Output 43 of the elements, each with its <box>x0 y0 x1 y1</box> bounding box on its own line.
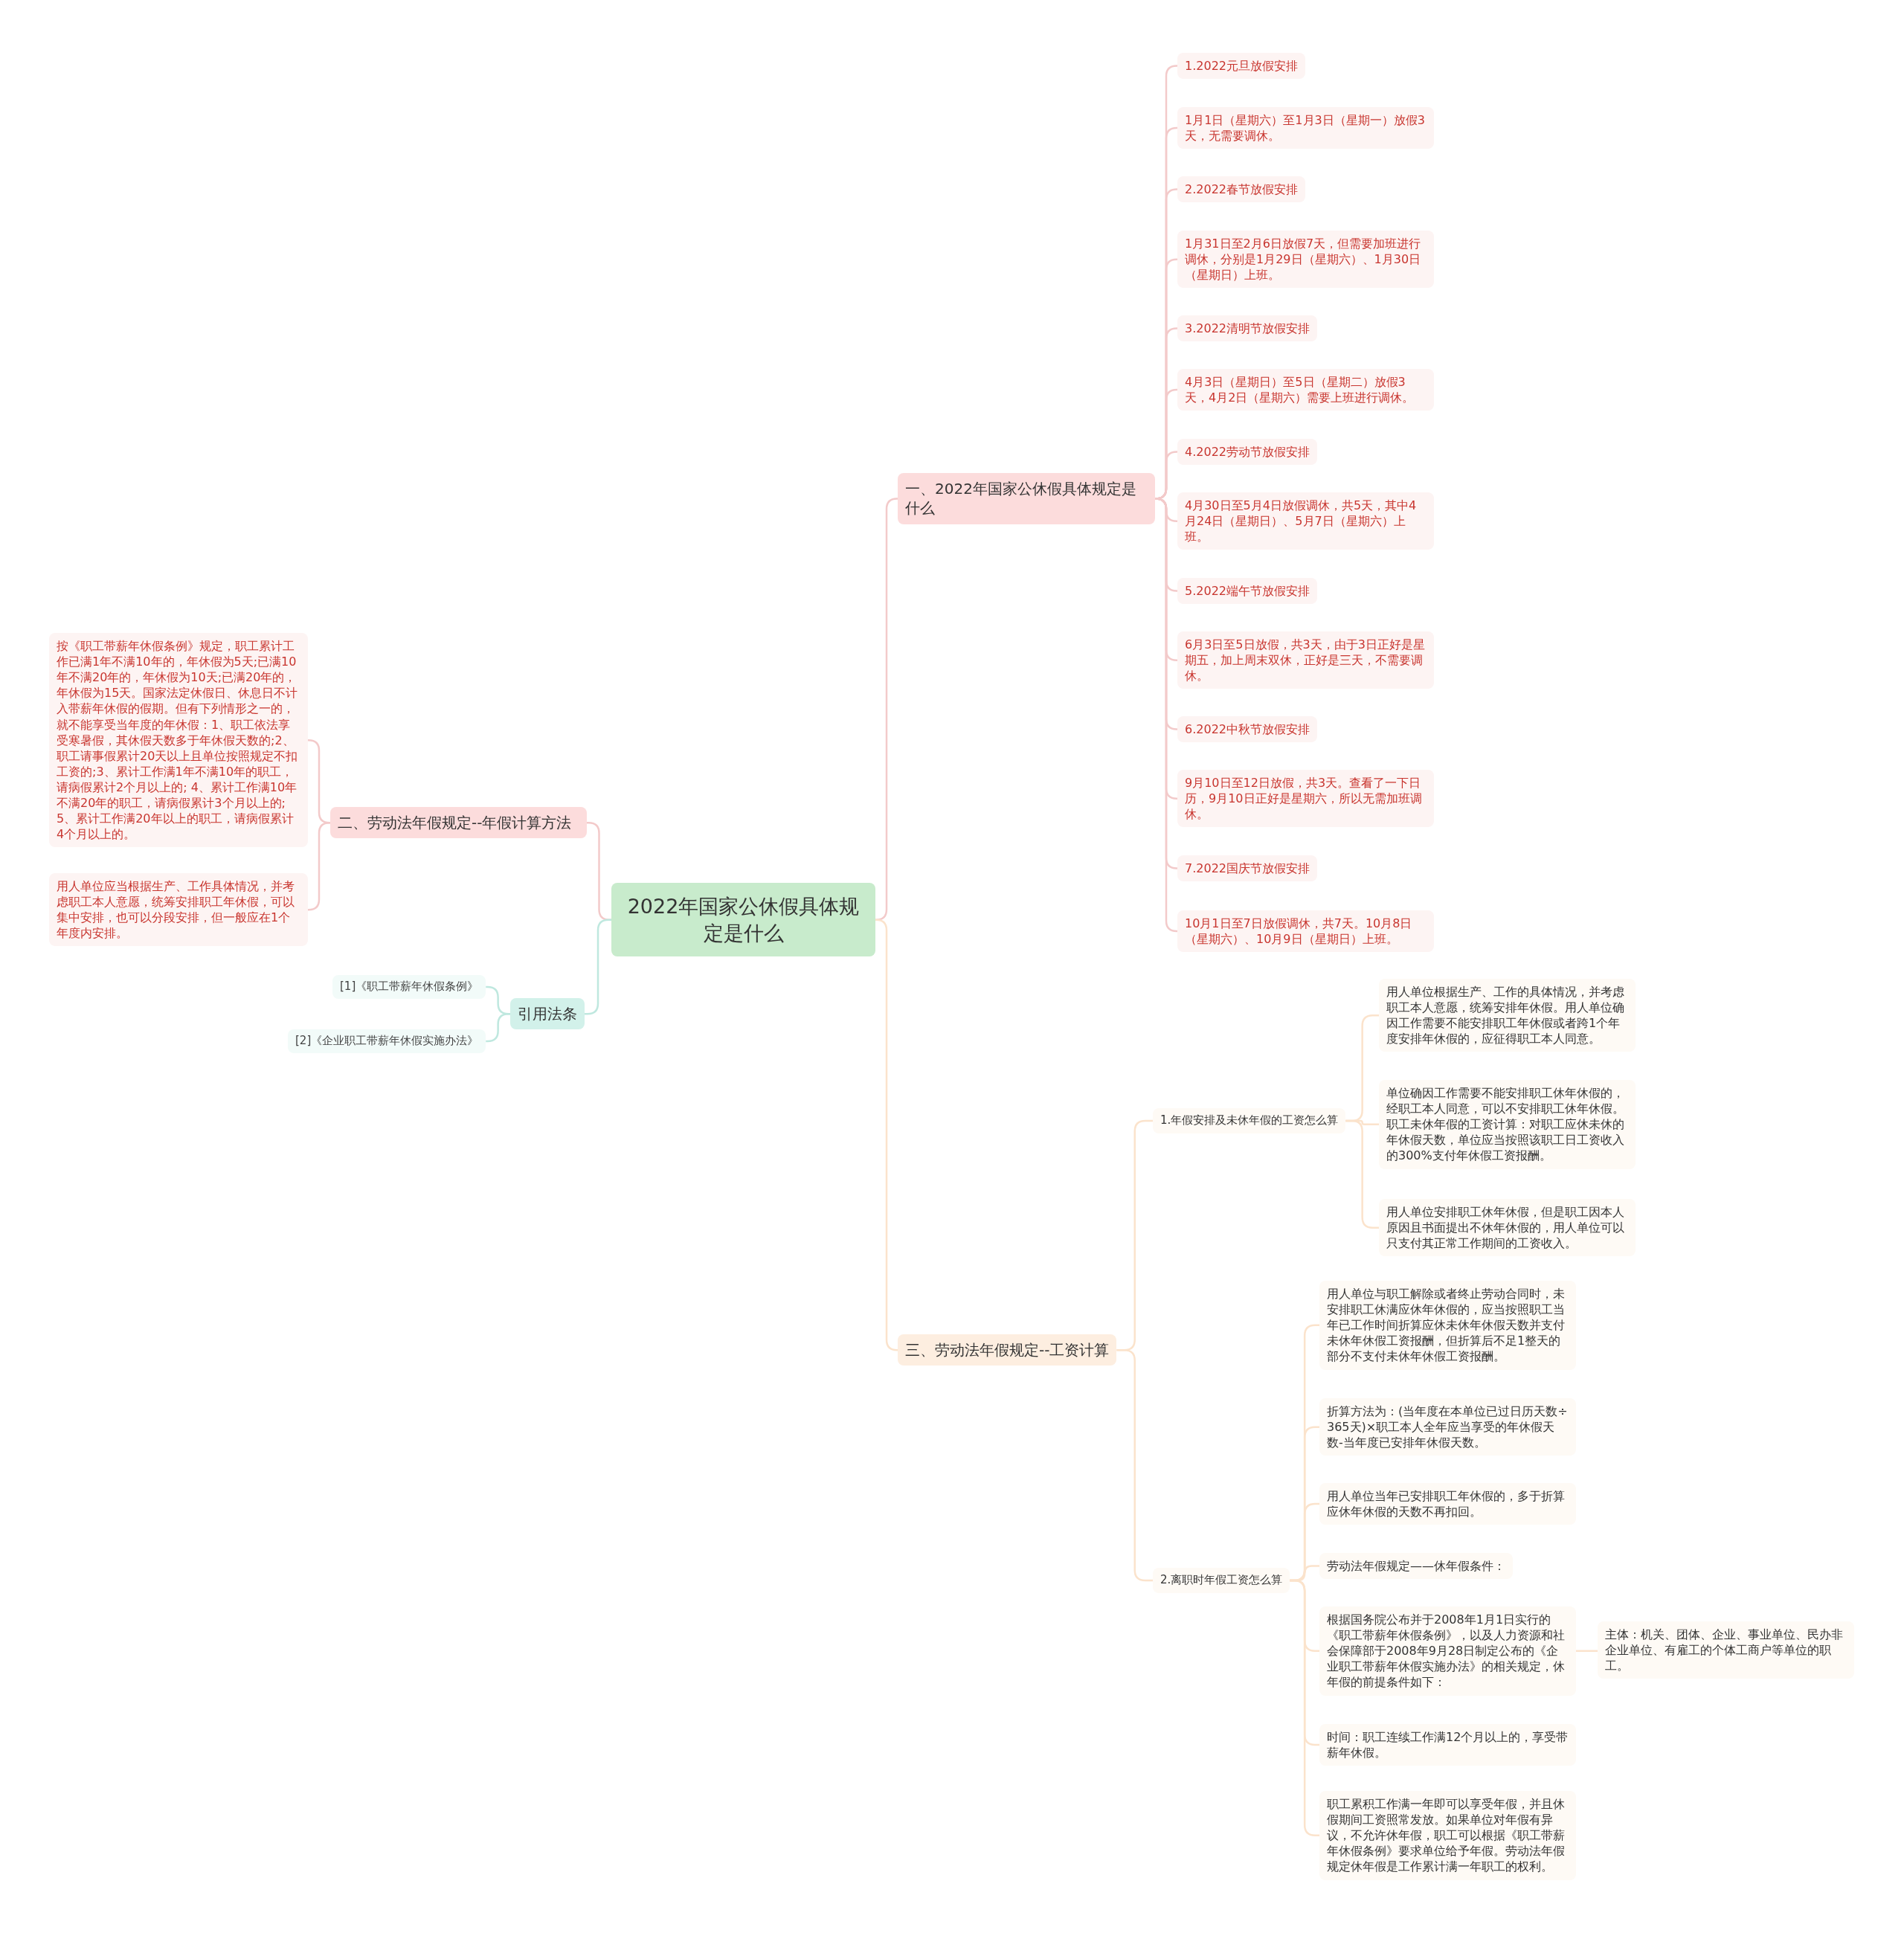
leaf-note: 1月1日（星期六）至1月3日（星期一）放假3天，无需要调休。 <box>1177 107 1434 149</box>
leaf-note: 7.2022国庆节放假安排 <box>1177 855 1317 882</box>
leaf-note: 用人单位安排职工休年休假，但是职工因本人原因且书面提出不休年休假的，用人单位可以只支付其正常工作期间的工资收入。 <box>1379 1199 1636 1257</box>
leaf-note: 9月10日至12日放假，共3天。查看了一下日历，9月10日正好是星期六，所以无需加班调休。 <box>1177 770 1434 828</box>
subtopic: 2.离职时年假工资怎么算 <box>1153 1568 1290 1593</box>
leaf-note: 主体：机关、团体、企业、事业单位、民办非企业单位、有雇工的个体工商户等单位的职工。 <box>1598 1621 1854 1679</box>
leaf-note: 劳动法年假规定——休年假条件： <box>1319 1553 1513 1580</box>
leaf-note: 3.2022清明节放假安排 <box>1177 315 1317 342</box>
leaf-note: 5.2022端午节放假安排 <box>1177 578 1317 605</box>
leaf-note: 用人单位根据生产、工作的具体情况，并考虑职工本人意愿，统筹安排年休假。用人单位确因工作需要不能安排职工年休假或者跨1个年度安排年休假的，应征得职工本人同意。 <box>1379 979 1636 1052</box>
leaf-note: 用人单位应当根据生产、工作具体情况，并考虑职工本人意愿，统筹安排职工年休假，可以集中安排，也可以分段安排，但一般应在1个年度内安排。 <box>49 873 308 947</box>
leaf-note: [2]《企业职工带薪年休假实施办法》 <box>288 1029 486 1053</box>
connector-line <box>875 919 898 1351</box>
branch-topic: 引用法条 <box>510 998 585 1030</box>
leaf-note: [1]《职工带薪年休假条例》 <box>332 975 486 999</box>
branch-topic: 二、劳动法年假规定--年假计算方法 <box>330 807 587 839</box>
leaf-note: 折算方法为：(当年度在本单位已过日历天数÷365天)×职工本人全年应当享受的年休假天数-当年度已安排年休假天数。 <box>1319 1398 1576 1456</box>
leaf-note: 职工累积工作满一年即可以享受年假，并且休假期间工资照常发放。如果单位对年假有异议，不允许休年假，职工可以根据《职工带薪年休假条例》要求单位给予年假。劳动法年假规定休年假是工作累计满一年职工的权利。 <box>1319 1791 1576 1880</box>
leaf-note: 4月3日（星期日）至5日（星期二）放假3天，4月2日（星期六）需要上班进行调休。 <box>1177 369 1434 411</box>
connector-line <box>1290 1579 1319 1836</box>
connector-line <box>1116 1348 1153 1582</box>
leaf-note: 用人单位当年已安排职工年休假的，多于折算应休年休假的天数不再扣回。 <box>1319 1483 1576 1525</box>
branch-topic: 一、2022年国家公休假具体规定是什么 <box>898 473 1155 524</box>
connector-line <box>486 1012 510 1043</box>
leaf-note: 2.2022春节放假安排 <box>1177 176 1305 203</box>
leaf-note: 时间：职工连续工作满12个月以上的，享受带薪年休假。 <box>1319 1724 1576 1766</box>
leaf-note: 1月31日至2月6日放假7天，但需要加班进行调休，分别是1月29日（星期六）、1月30日（星期日）上班。 <box>1177 231 1434 289</box>
leaf-note: 10月1日至7日放假调休，共7天。10月8日（星期六）、10月9日（星期日）上班。 <box>1177 910 1434 953</box>
connector-line <box>1576 1650 1598 1652</box>
branch-topic: 三、劳动法年假规定--工资计算 <box>898 1334 1117 1366</box>
leaf-note: 根据国务院公布并于2008年1月1日实行的《职工带薪年休假条例》，以及人力资源和社会保障部于2008年9月28日制定公布的《企业职工带薪年休假实施办法》的相关规定，休年假的前提条件如下： <box>1319 1606 1576 1696</box>
leaf-note: 6月3日至5日放假，共3天，由于3日正好是星期五，加上周末双休，正好是三天，不需要调休。 <box>1177 631 1434 689</box>
connector-line <box>307 821 331 911</box>
leaf-note: 4.2022劳动节放假安排 <box>1177 439 1317 466</box>
subtopic: 1.年假安排及未休年假的工资怎么算 <box>1153 1108 1346 1133</box>
leaf-note: 单位确因工作需要不能安排职工休年休假的，经职工本人同意，可以不安排职工休年休假。职工未休年假的工资计算：对职工应休未休的年休假天数，单位应当按照该职工日工资收入的300%支付年休假工资报酬。 <box>1379 1080 1636 1169</box>
leaf-note: 用人单位与职工解除或者终止劳动合同时，未安排职工休满应休年休假的，应当按照职工当年已工作时间折算应休未休年休假天数并支付未休年休假工资报酬，但折算后不足1整天的部分不支付未休年休假工资报酬。 <box>1319 1281 1576 1370</box>
leaf-note: 4月30日至5月4日放假调休，共5天，其中4月24日（星期日）、5月7日（星期六）上班。 <box>1177 492 1434 550</box>
leaf-note: 按《职工带薪年休假条例》规定，职工累计工作已满1年不满10年的，年休假为5天;已满10年不满20年的，年休假为10天;已满20年的，年休假为15天。国家法定休假日、休息日不计入带薪年休假的假期。但有下列情形之一的，就不能享受当年度的年休假：1、职工依法享受寒暑假，其休假天数多于年休假天数的;2、职工请事假累计20天以上且单位按照规定不扣工资的;3、累计工作满1年不满10年的职工，请病假累计2个月以上的; 4、累计工作满10年不满20年的职工，请病假累计3个月以上的;5、累计工作满20年以上的职工，请病假累计4个月以上的。 <box>49 633 308 848</box>
central-topic: 2022年国家公休假具体规定是什么 <box>611 883 875 957</box>
connector-line <box>1345 1119 1379 1229</box>
leaf-note: 6.2022中秋节放假安排 <box>1177 716 1317 743</box>
leaf-note: 1.2022元旦放假安排 <box>1177 53 1305 80</box>
